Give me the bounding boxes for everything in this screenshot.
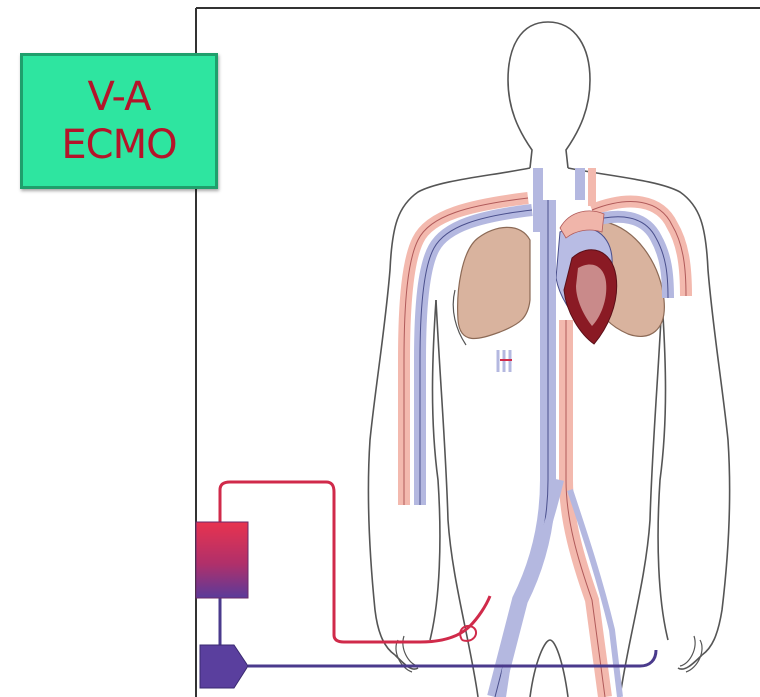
va-ecmo-label: V-A ECMO (20, 53, 218, 189)
label-line-1: V-A (88, 73, 151, 121)
oxygenator-icon (196, 522, 248, 598)
pump-icon (200, 645, 248, 688)
label-line-2: ECMO (61, 121, 176, 169)
